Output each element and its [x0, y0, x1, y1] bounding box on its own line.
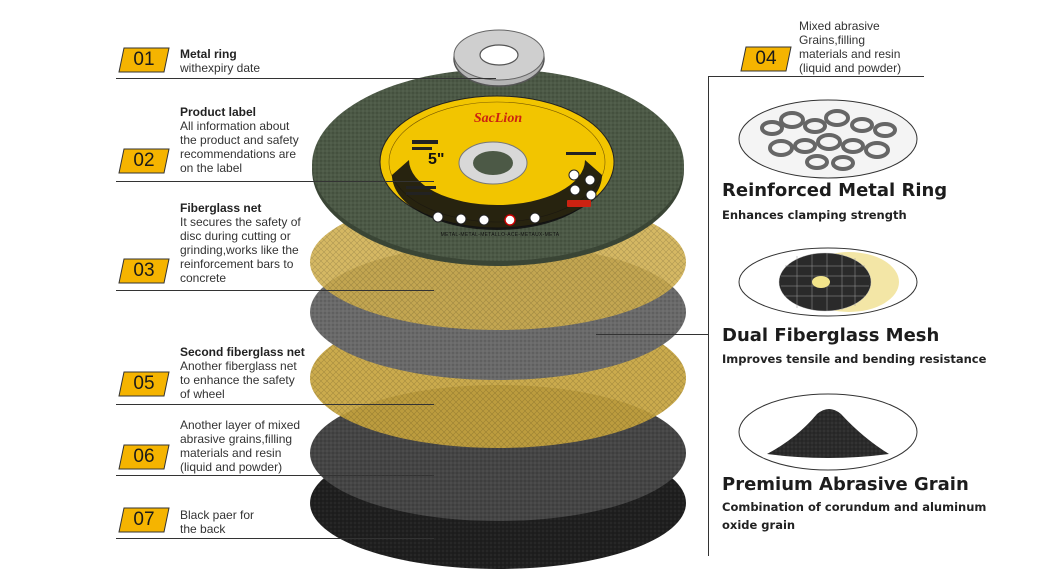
- layer-description-line: the product and safety: [180, 133, 299, 147]
- layer-description-line: recommendations are: [180, 147, 297, 161]
- layer-description-line: reinforcement bars to: [180, 257, 294, 271]
- layer-description-line: (liquid and powder): [180, 460, 283, 474]
- feature-title: Reinforced Metal Ring: [722, 180, 948, 201]
- layer-title: Fiberglass net: [180, 201, 262, 215]
- badge-number: 01: [133, 49, 155, 70]
- badge-05: 05: [118, 371, 170, 397]
- fiberglass-mesh-image: [737, 246, 919, 318]
- feature-description: Improves tensile and bending resistance: [722, 350, 986, 368]
- badge-number: 02: [133, 150, 155, 171]
- abrasive-grain-image: [737, 392, 919, 472]
- layer-description-line: (liquid and powder): [799, 61, 902, 75]
- metal-ring-pile-image: [737, 98, 919, 180]
- feature-description-line: Combination of corundum and aluminum: [722, 500, 987, 514]
- feature-description: Enhances clamping strength: [722, 206, 907, 224]
- feature-description-line: Enhances clamping strength: [722, 208, 907, 222]
- layer-description-line: Black paer for: [180, 508, 255, 522]
- badge-02: 02: [118, 148, 170, 174]
- badge-number: 04: [755, 48, 777, 69]
- feature-description: Combination of corundum and aluminum oxid…: [722, 498, 986, 534]
- badge-06: 06: [118, 444, 170, 470]
- leader-line-03: [116, 290, 434, 291]
- layer-description-line: the back: [180, 522, 226, 536]
- layer-title: Product label: [180, 105, 257, 119]
- badge-number: 06: [133, 446, 155, 467]
- leader-line-06: [116, 475, 434, 476]
- feature-title: Premium Abrasive Grain: [722, 474, 969, 495]
- layer-description-line: on the label: [180, 161, 243, 175]
- feature-divider: [708, 76, 709, 556]
- layer-description-line: Another fiberglass net: [180, 359, 297, 373]
- leader-line-05: [116, 404, 434, 405]
- layer-title: Second fiberglass net: [180, 345, 305, 359]
- layer-description-line: Grains,filling: [799, 33, 866, 47]
- layer-description-line: grinding,works like the: [180, 243, 299, 257]
- badge-01: 01: [118, 47, 170, 73]
- layer-title: Metal ring: [180, 47, 237, 61]
- badge-04: 04: [740, 46, 792, 72]
- feature-title: Dual Fiberglass Mesh: [722, 325, 940, 346]
- layer-description-line: disc during cutting or: [180, 229, 291, 243]
- disc-size-text: 5": [428, 151, 444, 168]
- layer-description-line: withexpiry date: [180, 61, 261, 75]
- leader-line-07: [116, 538, 434, 539]
- layer-description-line: materials and resin: [180, 446, 282, 460]
- band-text: METAL-METAL-METALLO-ACE-METAUX-META: [441, 232, 560, 238]
- layer-description-line: Another layer of mixed: [180, 418, 301, 432]
- layer-description-line: to enhance the safety: [180, 373, 295, 387]
- feature-description-line: oxide grain: [722, 518, 796, 532]
- layer-description-line: abrasive grains,filling: [180, 432, 293, 446]
- badge-number: 03: [133, 260, 155, 281]
- layer-description: withexpiry date: [180, 61, 260, 75]
- leader-line-04: [708, 76, 924, 77]
- badge-number: 07: [133, 509, 155, 530]
- leader-line-01: [116, 78, 496, 79]
- layer-description-line: materials and resin: [799, 47, 901, 61]
- layer-description-line: of wheel: [180, 387, 225, 401]
- leader-line-02: [116, 181, 434, 182]
- layer-description-line: concrete: [180, 271, 227, 285]
- badge-03: 03: [118, 258, 170, 284]
- layer-description-line: It secures the safety of: [180, 215, 301, 229]
- layer-description-line: All information about: [180, 119, 290, 133]
- layer-description-line: Mixed abrasive: [799, 19, 880, 33]
- brand-text: SacLion: [474, 111, 522, 126]
- badge-07: 07: [118, 507, 170, 533]
- badge-number: 05: [133, 373, 155, 394]
- leader-line-04-mid: [596, 334, 708, 335]
- feature-description-line: Improves tensile and bending resistance: [722, 352, 987, 366]
